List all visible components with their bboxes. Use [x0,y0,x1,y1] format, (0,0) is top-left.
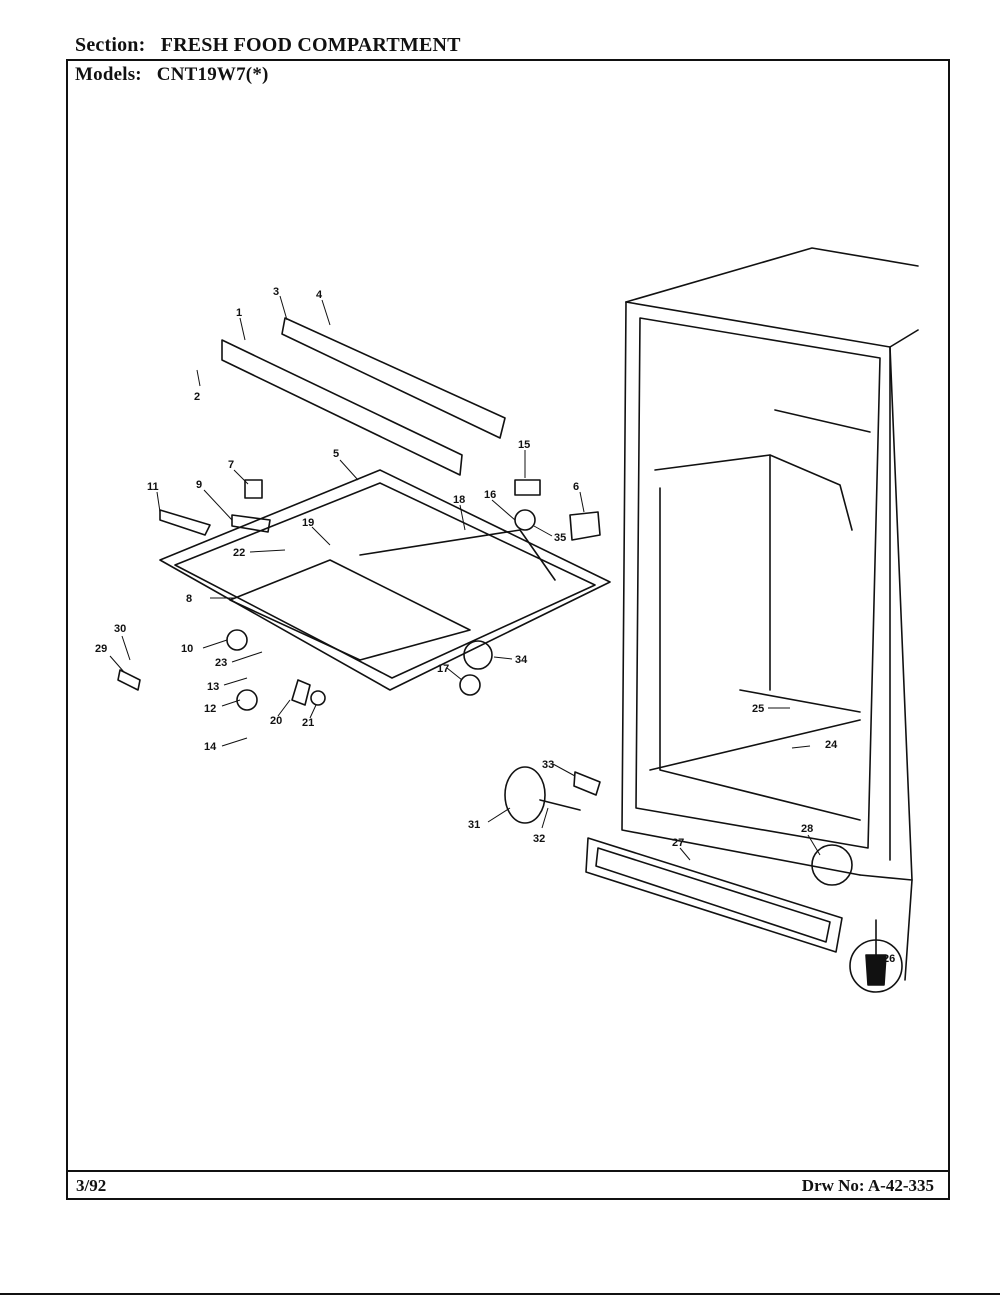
liner-cover [159,469,611,691]
part-20 [291,679,311,706]
part-31 [504,766,546,824]
callout-4: 4 [316,289,323,301]
callout-32: 32 [533,833,545,845]
callout-19: 19 [302,517,314,529]
callout-15: 15 [518,439,530,451]
part-15 [514,479,541,496]
callout-33: 33 [542,759,554,771]
part-9 [231,514,271,533]
callout-6: 6 [573,481,579,493]
models-value: CNT19W7(*) [156,64,269,85]
hinge-inset [811,844,853,886]
callout-16: 16 [484,489,496,501]
callout-31: 31 [468,819,480,831]
part-10 [226,629,248,651]
section-label: Section: [75,34,146,56]
drawing-number: Drw No: A-42-335 [801,1176,934,1195]
callout-30: 30 [114,623,126,635]
callout-10: 10 [181,643,193,655]
callout-17: 17 [437,663,449,675]
callout-24: 24 [825,739,838,751]
diagram-frame [66,59,950,1200]
callout-21: 21 [302,717,314,729]
part-32 [539,799,581,811]
part-33 [573,771,601,796]
callout-11: 11 [147,481,159,493]
part-17 [459,674,481,696]
callout-1: 1 [236,307,242,319]
part-7 [244,479,263,499]
callout-5: 5 [333,448,339,460]
part-11 [159,509,211,536]
callout-7: 7 [228,459,234,471]
top-rails [221,317,506,476]
bottom-grille [585,837,843,953]
callout-25: 25 [752,703,764,715]
models-label: Models: [75,64,142,85]
part-29 [117,669,141,691]
section-title: FRESH FOOD COMPARTMENT [160,34,461,56]
callout-14: 14 [204,741,217,753]
models-heading: Models: CNT19W7(*) [75,64,269,86]
callout-labels: 1 2 3 4 5 6 7 8 9 10 11 12 13 14 15 16 1… [95,286,895,965]
callout-3: 3 [273,286,279,298]
part-34 [463,640,493,670]
cabinet-body [621,247,919,981]
part-35 [514,509,536,531]
footer-date: 3/92 [76,1176,107,1195]
callout-28: 28 [801,823,813,835]
callout-27: 27 [672,837,684,849]
page-bottom-rule [0,1293,1000,1295]
callout-34: 34 [515,654,528,666]
callout-23: 23 [215,657,227,669]
callout-8: 8 [186,593,192,605]
callout-35: 35 [554,532,566,544]
callout-26: 26 [883,953,895,965]
callout-12: 12 [204,703,216,715]
callout-18: 18 [453,494,465,506]
part-21 [310,690,326,706]
part-6 [569,511,601,541]
footer-bar: 3/92 Drw No: A-42-335 [66,1170,948,1202]
callout-20: 20 [270,715,282,727]
section-heading: Section: FRESH FOOD COMPARTMENT [75,34,461,57]
callout-2: 2 [194,391,200,403]
part-12 [236,689,258,711]
callout-22: 22 [233,547,245,559]
callout-13: 13 [207,681,219,693]
callout-29: 29 [95,643,107,655]
callout-9: 9 [196,479,202,491]
